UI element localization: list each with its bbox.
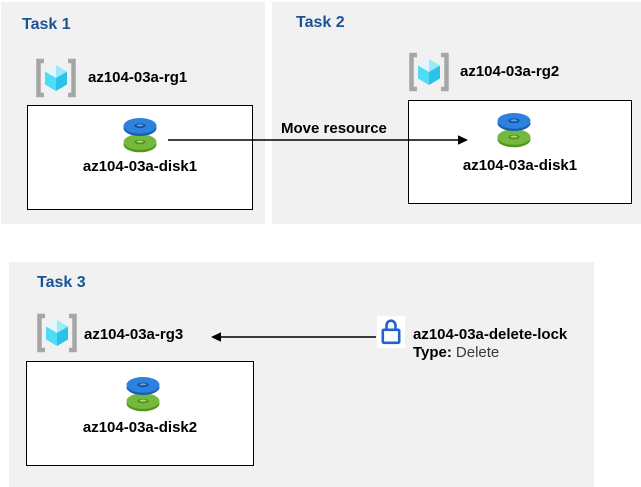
- disk-icon: [497, 113, 531, 148]
- lock-type-value: Delete: [455, 344, 500, 361]
- resource-group-icon: [37, 313, 77, 353]
- disk-label: az104-03a-disk2: [82, 419, 198, 436]
- lock-type-line: Type:Delete: [413, 344, 567, 362]
- lock-name: az104-03a-delete-lock: [413, 326, 568, 343]
- disk-icon: [123, 118, 157, 153]
- disk-label: az104-03a-disk1: [82, 158, 198, 175]
- resource-group-icon: [36, 58, 76, 98]
- task-2-title: Task 2: [296, 14, 345, 31]
- disk-icon: [126, 377, 160, 412]
- lock-icon: [377, 316, 405, 348]
- resource-group-icon: [409, 52, 449, 92]
- lock-type-label: Type:: [413, 344, 452, 361]
- lock-icon-glyph: [381, 319, 401, 345]
- disk-label: az104-03a-disk1: [462, 157, 578, 174]
- task-1-title: Task 1: [22, 16, 71, 33]
- move-resource-label: Move resource: [281, 120, 387, 137]
- resource-group-label: az104-03a-rg3: [84, 326, 184, 343]
- lock-caption: az104-03a-delete-lock Type:Delete: [413, 326, 567, 362]
- resource-group-label: az104-03a-rg2: [460, 63, 560, 80]
- resource-group-label: az104-03a-rg1: [88, 69, 188, 86]
- task-3-title: Task 3: [37, 274, 86, 291]
